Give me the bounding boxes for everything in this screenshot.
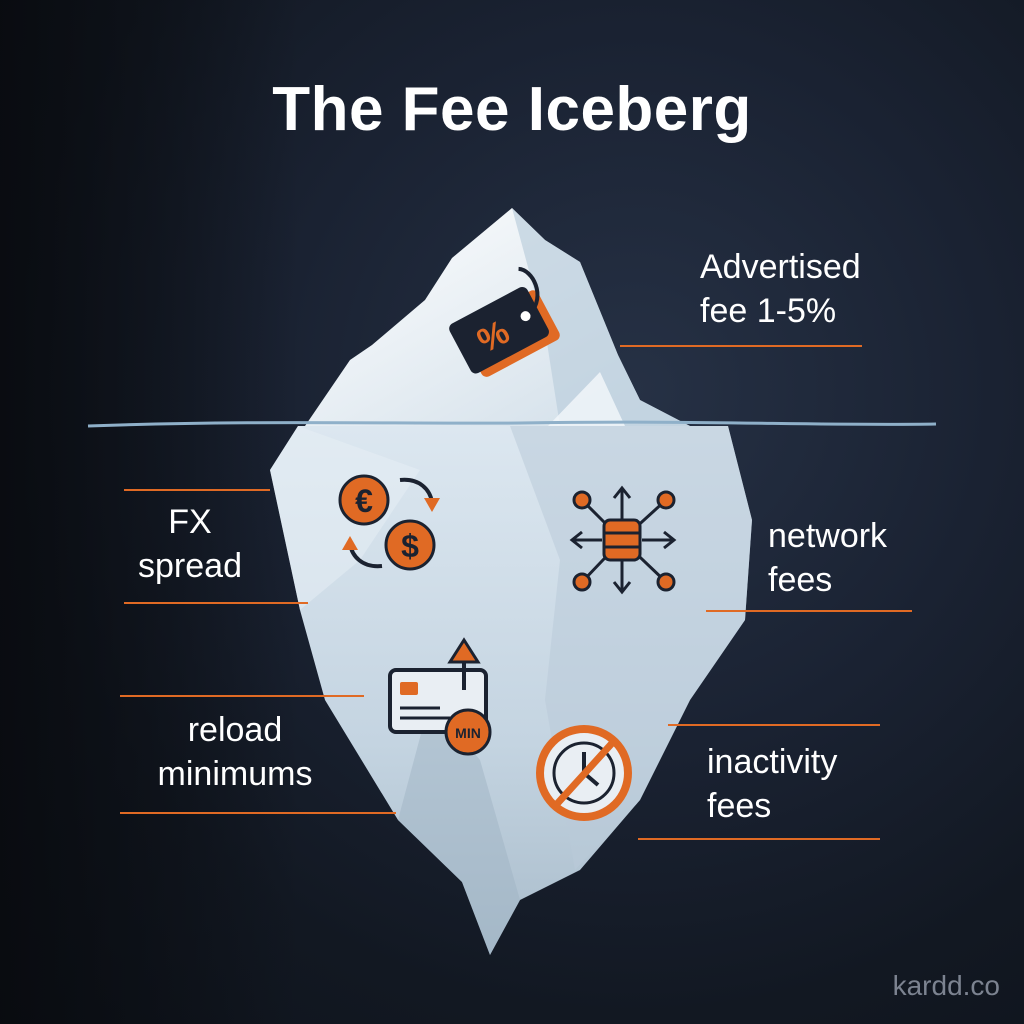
inactivity-fees-rule-top bbox=[668, 724, 880, 726]
background-shade bbox=[0, 0, 300, 1024]
iceberg-underwater-facet bbox=[398, 700, 520, 955]
reload-minimums-rule-bottom bbox=[120, 812, 396, 814]
card-reload-icon: MIN bbox=[388, 637, 492, 756]
network-fees-rule bbox=[706, 610, 912, 612]
advertised-fee-label: Advertised fee 1-5% bbox=[700, 248, 861, 330]
price-tag-percent-icon: % bbox=[449, 266, 560, 377]
water-line bbox=[87, 420, 937, 428]
reload-minimums-label: reload minimums bbox=[157, 711, 313, 793]
min-badge-text: MIN bbox=[455, 725, 481, 741]
fx-spread-rule-top bbox=[124, 489, 270, 491]
iceberg-tip-facet bbox=[548, 372, 625, 426]
iceberg-underwater-facet bbox=[270, 426, 420, 610]
currency-exchange-icon: € $ bbox=[338, 474, 440, 571]
network-fees-label: network fees bbox=[768, 517, 888, 599]
page-title: The Fee Iceberg bbox=[272, 75, 752, 144]
inactivity-fees-rule-bottom bbox=[638, 838, 880, 840]
iceberg-tip-shadow bbox=[512, 208, 690, 426]
clock-prohibited-icon bbox=[536, 725, 632, 821]
inactivity-fees-label: inactivity fees bbox=[707, 743, 838, 825]
euro-symbol: € bbox=[355, 483, 373, 519]
dollar-symbol: $ bbox=[401, 528, 419, 564]
fx-spread-rule-bottom bbox=[124, 602, 308, 604]
network-server-icon bbox=[569, 485, 677, 595]
advertised-fee-rule bbox=[620, 345, 862, 347]
watermark: kardd.co bbox=[892, 970, 1000, 1001]
reload-minimums-rule-top bbox=[120, 695, 364, 697]
fx-spread-label: FX spread bbox=[138, 503, 242, 585]
